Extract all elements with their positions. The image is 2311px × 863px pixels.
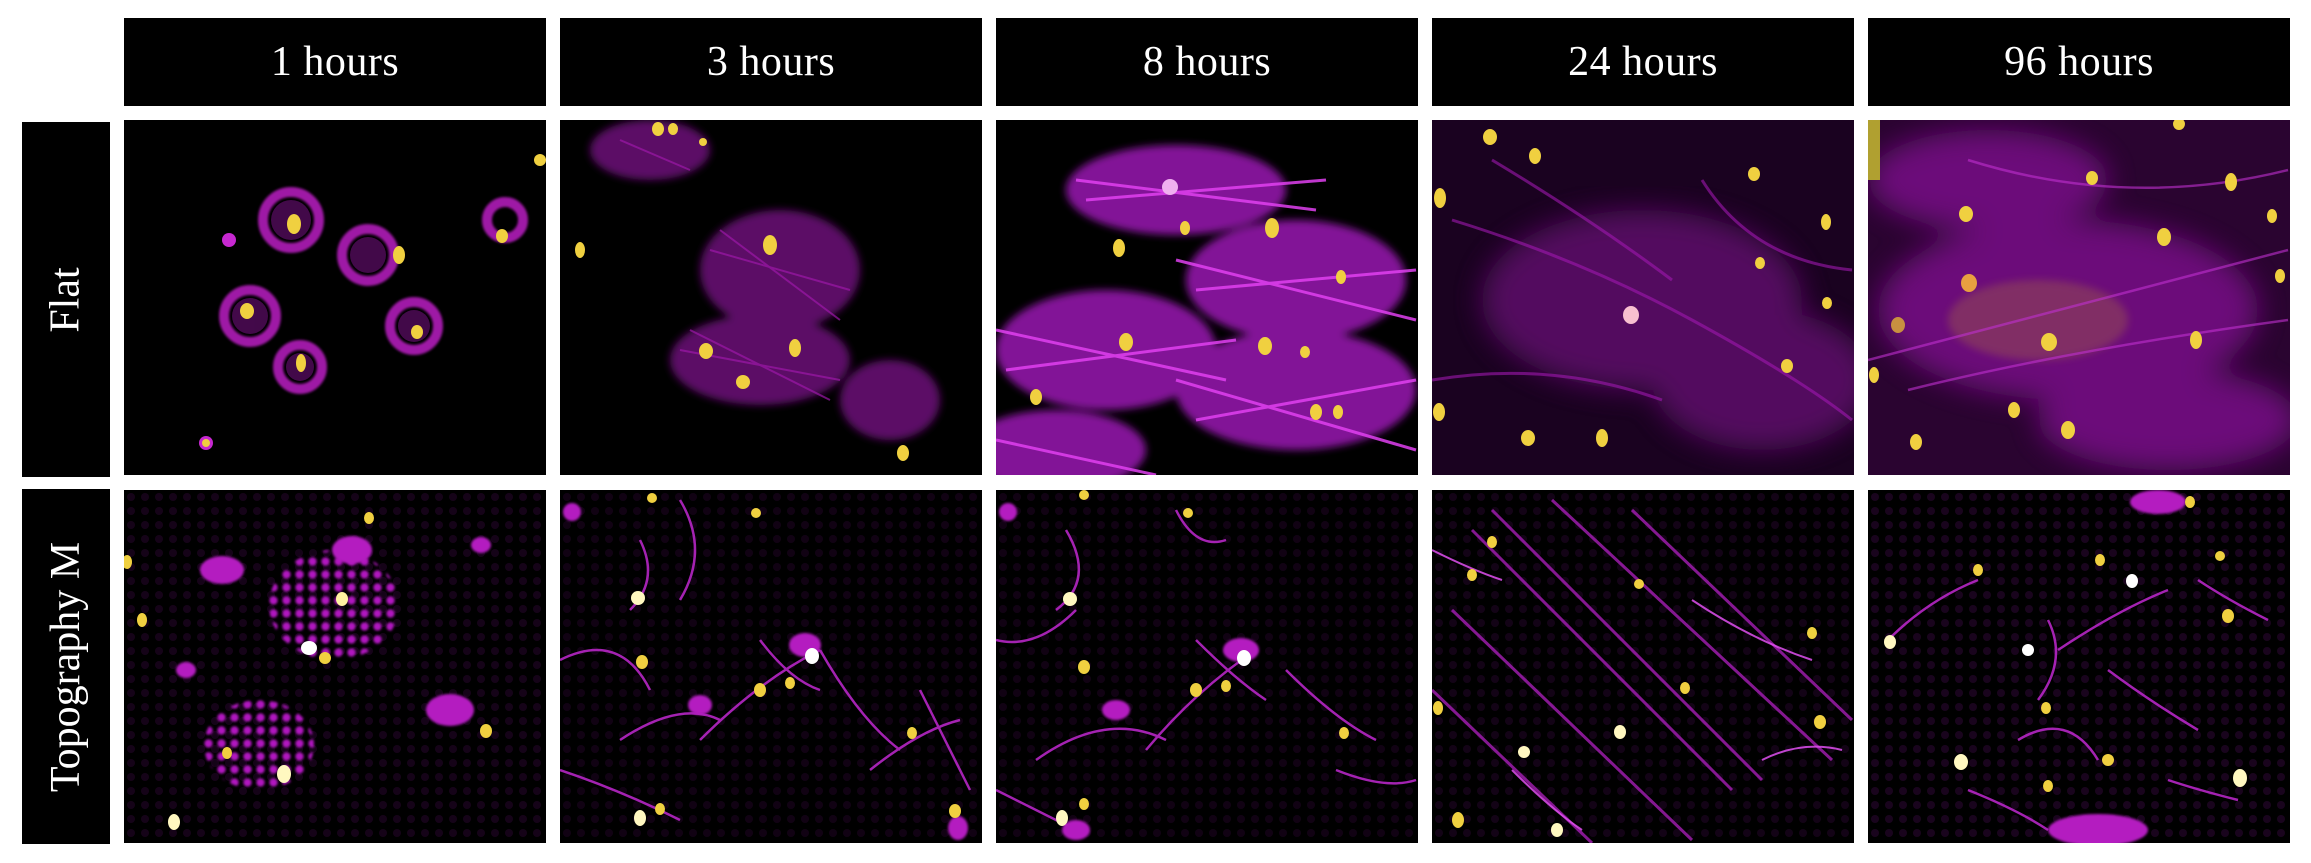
micrograph-topography-1h [124,490,546,843]
micrograph-flat-96h [1868,120,2290,475]
micrograph-topography-96h [1868,490,2290,843]
column-header-label: 24 hours [1568,39,1718,85]
micrograph-topography-24h [1432,490,1854,843]
micrograph-topography-3h [560,490,982,843]
micrograph-flat-24h [1432,120,1854,475]
column-header-label: 96 hours [2004,39,2154,85]
micrograph-flat-8h [996,120,1418,475]
row-label-text: Topography M [43,541,90,792]
row-label-topography-m: Topography M [22,489,110,844]
column-header-24h: 24 hours [1432,18,1854,106]
column-header-1h: 1 hours [124,18,546,106]
column-header-8h: 8 hours [996,18,1418,106]
row-label-flat: Flat [22,122,110,477]
column-header-label: 8 hours [1142,39,1272,85]
column-header-label: 1 hours [270,39,400,85]
row-label-text: Flat [43,266,89,333]
micrograph-flat-1h [124,120,546,475]
micrograph-topography-8h [996,490,1418,843]
column-header-3h: 3 hours [560,18,982,106]
micrograph-flat-3h [560,120,982,475]
column-header-96h: 96 hours [1868,18,2290,106]
column-header-label: 3 hours [706,39,836,85]
